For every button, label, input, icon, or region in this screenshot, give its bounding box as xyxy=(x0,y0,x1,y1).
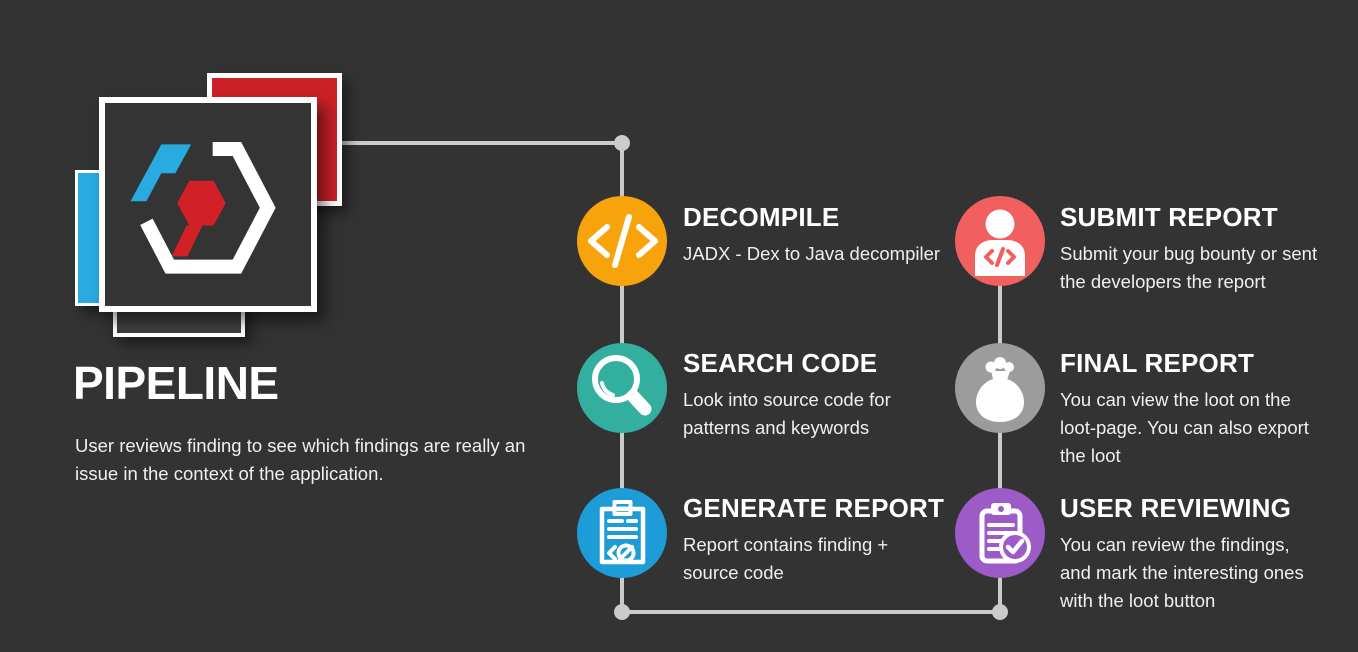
connector-dot-bottom-right xyxy=(992,604,1008,620)
report-code-icon xyxy=(599,500,646,565)
step-circle-generate-report xyxy=(577,488,667,578)
step-circle-submit-report xyxy=(955,196,1045,286)
step-circle-user-reviewing xyxy=(955,488,1045,578)
connector-top-horizontal xyxy=(342,141,622,145)
connector-dot-top xyxy=(614,135,630,151)
step-title: GENERATE REPORT xyxy=(683,493,945,523)
step-text-final-report: FINAL REPORT You can view the loot on th… xyxy=(1060,348,1358,470)
step-description: Look into source code for patterns and k… xyxy=(683,389,891,438)
step-description: You can view the loot on the loot-page. … xyxy=(1060,389,1309,466)
step-description: Report contains finding + source code xyxy=(683,534,889,583)
clipboard-check-icon xyxy=(979,503,1031,564)
jadx-logo-icon xyxy=(130,141,276,274)
step-description: You can review the findings, and mark th… xyxy=(1060,534,1304,611)
connector-dot-bottom-left xyxy=(614,604,630,620)
person-code-icon xyxy=(975,209,1025,276)
step-title: FINAL REPORT xyxy=(1060,348,1255,378)
step-text-generate-report: GENERATE REPORT Report contains finding … xyxy=(683,493,993,587)
step-title: SEARCH CODE xyxy=(683,348,878,378)
step-title: USER REVIEWING xyxy=(1060,493,1292,523)
step-description: JADX - Dex to Java decompiler xyxy=(683,243,941,264)
page-title: PIPELINE xyxy=(73,357,279,409)
step-text-decompile: DECOMPILE JADX - Dex to Java decompiler xyxy=(683,202,993,268)
step-title: SUBMIT REPORT xyxy=(1060,202,1278,232)
logo-main-square xyxy=(99,97,317,312)
step-title: DECOMPILE xyxy=(683,202,840,232)
page-subtitle: User reviews finding to see which findin… xyxy=(75,435,526,484)
step-circle-final-report xyxy=(955,343,1045,433)
step-text-search-code: SEARCH CODE Look into source code for pa… xyxy=(683,348,993,442)
step-description: Submit your bug bounty or sent the devel… xyxy=(1060,243,1318,292)
connector-bottom-horizontal xyxy=(620,610,1002,614)
money-bag-icon xyxy=(976,357,1024,422)
step-circle-search-code xyxy=(577,343,667,433)
step-text-user-reviewing: USER REVIEWING You can review the findin… xyxy=(1060,493,1358,615)
search-icon xyxy=(592,355,652,416)
step-circle-decompile xyxy=(577,196,667,286)
step-text-submit-report: SUBMIT REPORT Submit your bug bounty or … xyxy=(1060,202,1358,296)
code-icon xyxy=(588,214,658,268)
